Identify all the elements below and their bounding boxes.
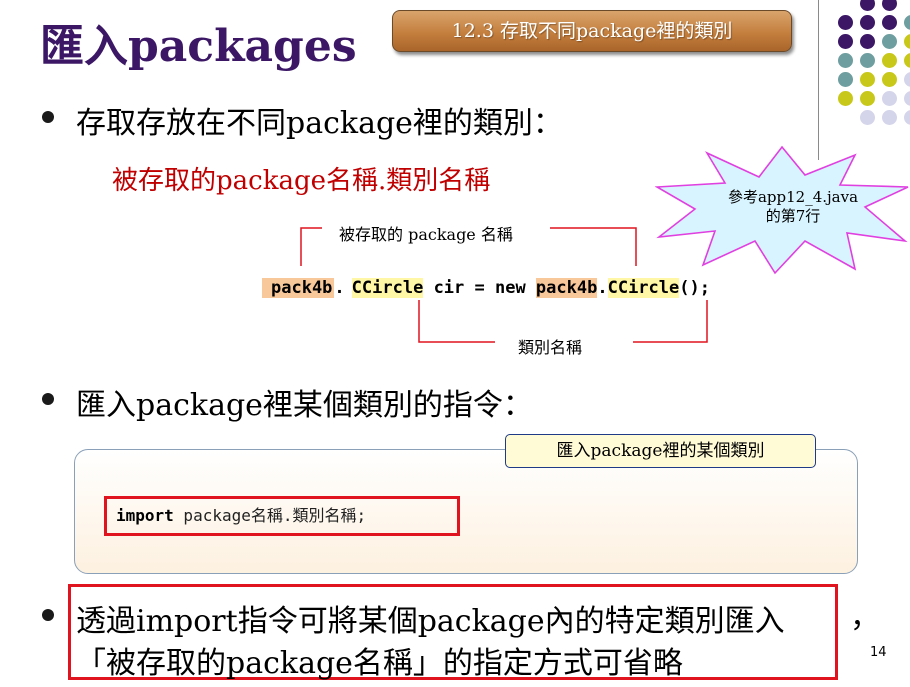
section-tag: 12.3 存取不同package裡的類別 [392,10,792,52]
bullet-import-explanation-line-1: 透過import指令可將某個package內的特定類別匯入 [76,604,785,639]
code-tail: (); [679,278,710,298]
decorative-dot [882,72,897,87]
decorative-dot [904,34,910,49]
decorative-dot [860,110,875,125]
syntax-package-class: 被存取的package名稱.類別名稱 [112,166,491,196]
page-number: 14 [870,645,887,660]
decorative-dot [882,91,897,106]
code-package-1: pack4b [262,278,335,298]
bullet-dot [42,393,54,405]
decorative-dot [860,91,875,106]
annotation-package-name: 被存取的 package 名稱 [339,225,513,244]
decorative-dot [860,15,875,30]
emphasis-box [68,584,838,680]
annotation-class-name: 類別名稱 [518,338,583,357]
starburst-callout [655,145,909,275]
decorative-dot [838,15,853,30]
bullet-dot [42,111,54,123]
decorative-dot [838,34,853,49]
decorative-dot [882,110,897,125]
decorative-dot [882,53,897,68]
code-dot-1: . [334,278,345,298]
code-package-2: pack4b [535,278,598,298]
code-dot-2: . [597,278,608,298]
bullet-import-command: 匯入package裡某個類別的指令： [76,388,533,423]
import-keyword: import [116,506,174,525]
code-example: pack4b.CCircle cir = new pack4b.CCircle(… [262,278,710,298]
decorative-dot [860,34,875,49]
decorative-dot [860,72,875,87]
decorative-dot [860,0,875,11]
decorative-dot [838,72,853,87]
import-statement: import package名稱.類別名稱; [104,496,460,536]
starburst-line-2: 的第7行 [765,207,821,225]
import-code-panel [74,449,858,574]
import-callout-label: 匯入package裡的某個類別 [505,434,816,468]
decorative-dot [860,53,875,68]
decorative-dot [904,91,910,106]
decorative-dot [904,15,910,30]
starburst-text: 參考app12_4.java 的第7行 [718,188,868,226]
import-rest: package名稱.類別名稱; [173,506,367,525]
decorative-dot [882,0,897,11]
code-class-2: CCircle [607,278,680,298]
decorative-dot [882,15,897,30]
decorative-dot [904,53,910,68]
decorative-dot [838,53,853,68]
decorative-dot [838,91,853,106]
bullet-import-explanation-line-2: 「被存取的package名稱」的指定方式可省略 [76,646,683,681]
decorative-dot-grid [0,0,910,140]
slide-title: 匯入packages [40,21,357,72]
code-middle: cir = new [423,278,536,298]
decorative-dot [904,110,910,125]
divider-line [818,0,819,160]
trailing-comma: ， [850,600,880,635]
decorative-dot [904,72,910,87]
decorative-dot [882,34,897,49]
bullet-dot [42,609,54,621]
code-class-1: CCircle [351,278,424,298]
starburst-line-1: 參考app12_4.java [727,188,859,206]
annotation-connectors [300,227,708,343]
bullet-access-classes: 存取存放在不同package裡的類別： [76,106,563,141]
